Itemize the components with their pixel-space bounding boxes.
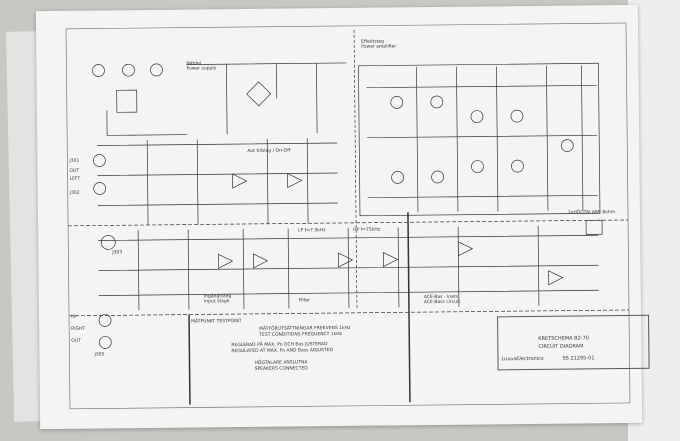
right-label: RIGHT — [71, 326, 86, 332]
speaker-label: 2xHÖGTALARE 8ohm — [567, 210, 616, 216]
left-label: LEFT — [69, 176, 81, 182]
adjust-en-label: REGULATED AT MAX. Po AND Bass ADJUSTED — [231, 348, 333, 355]
conditions-en-label: TEST CONDITIONS FREQUENCY 1kHz — [259, 331, 343, 338]
lp-label: LP f=7.5kHz — [298, 228, 326, 234]
section-divider — [353, 29, 358, 308]
drawing-border — [65, 22, 631, 410]
preamp-circuit — [97, 138, 338, 226]
jack-j303: J303 — [112, 250, 123, 256]
jack-j305: J305 — [94, 352, 105, 358]
jack-j302: J302 — [69, 190, 80, 196]
filter-label: Filter — [298, 298, 311, 304]
section-divider — [407, 212, 411, 403]
power-supply-circuit — [92, 62, 347, 136]
speakers-label: HÖGTALARE ANSLUTNA — [254, 360, 308, 366]
power-amp-transistors — [366, 65, 598, 213]
out2-label: OUT — [71, 338, 81, 344]
section-divider — [68, 219, 629, 227]
title-sv: KRETSCHEMA B2-70 — [538, 335, 589, 342]
hp-label: HP f=75kHz — [353, 227, 381, 233]
power-amp-block — [358, 62, 601, 217]
out-label: OUT — [69, 168, 80, 174]
schematic-wiring — [65, 22, 631, 410]
jack-j301: J301 — [69, 158, 80, 164]
speakers-en-label: SPEAKERS CONNECTED — [254, 366, 308, 372]
section-divider — [69, 309, 629, 317]
conditions-label: MÄTFÖRUTSÄTTNINGAR FREKVENS 1kHz — [259, 325, 351, 332]
title-block: KRETSCHEMA B2-70 CIRCUIT DIAGRAM LuxusEl… — [497, 314, 650, 371]
brand-logo: LuxusElectronics — [501, 355, 544, 363]
drawing-number: SS 21295-01 — [562, 355, 595, 362]
mute-label: Aut tillslag / On-Off — [247, 148, 291, 154]
speaker-symbol — [585, 219, 603, 235]
testpoint-label: MÄTPUNKT TESTPOINT — [191, 319, 242, 325]
title-en: CIRCUIT DIAGRAM — [538, 343, 584, 350]
input-filter-circuit — [93, 154, 599, 349]
in-label: IN — [71, 314, 76, 320]
adjust-label: REGLERAD PÅ MAX. Po OCH Bas JUSTERAD — [231, 342, 328, 349]
